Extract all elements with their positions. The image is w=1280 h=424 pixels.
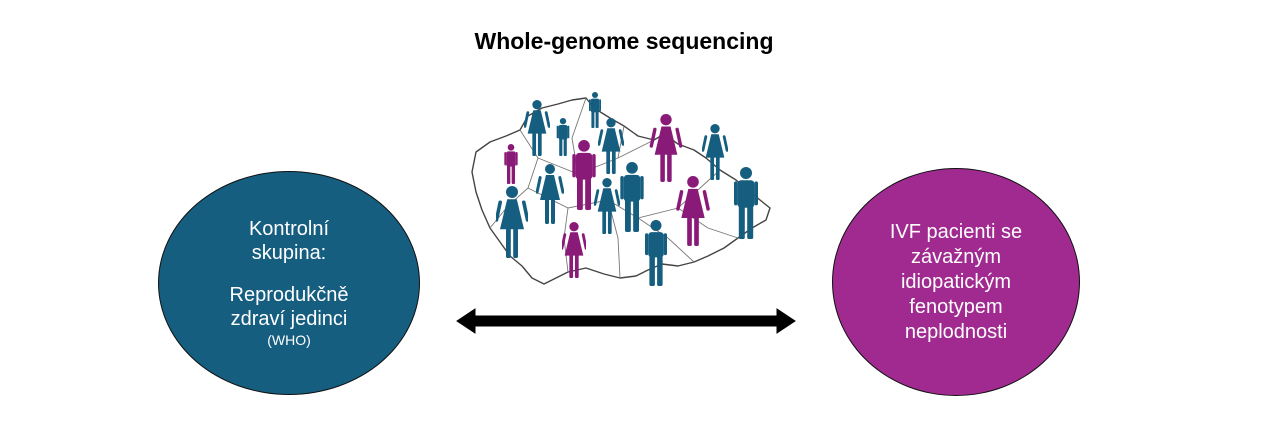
control-group-label-1: Kontrolní: [248, 218, 330, 240]
diagram-title: Whole-genome sequencing: [474, 28, 774, 54]
control-group-label-2: skupina:: [251, 242, 327, 264]
ivf-label-1: IVF pacienti se: [889, 220, 1023, 243]
ivf-label-4: fenotypem: [909, 295, 1003, 318]
control-group-desc-1: Reprodukčně: [229, 284, 349, 306]
czech-map-icon: [471, 92, 771, 286]
person-icon: [496, 92, 758, 286]
ivf-label-5: neplodnosti: [904, 320, 1008, 343]
control-group-desc-2: zdraví jedinci: [230, 308, 348, 330]
ivf-patients-circle: IVF pacienti se závažným idiopatickým fe…: [832, 168, 1080, 396]
ivf-label-2: závažným: [910, 245, 1002, 268]
ivf-label-3: idiopatickým: [900, 270, 1012, 293]
double-arrow-icon: [456, 308, 796, 334]
control-group-circle: Kontrolní skupina: Reprodukčně zdraví je…: [158, 171, 420, 395]
control-group-who: (WHO): [267, 332, 311, 348]
